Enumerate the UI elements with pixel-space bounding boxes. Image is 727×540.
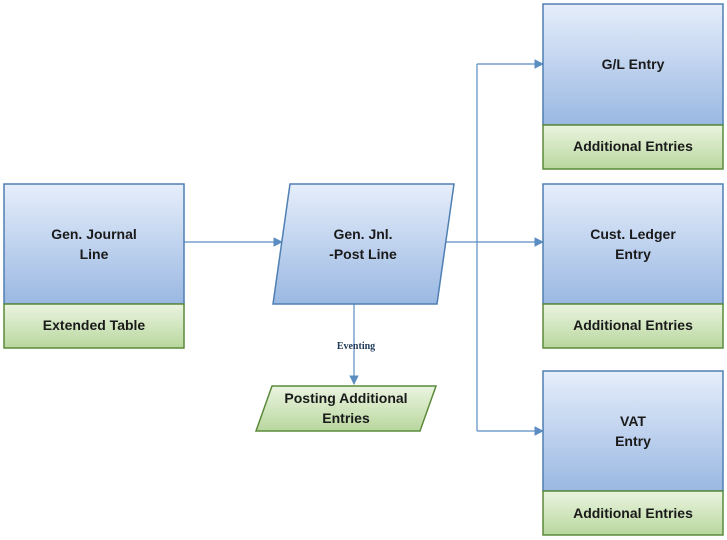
cust-ledger-entry-box bbox=[542, 183, 724, 305]
vat-additional-entries-label: Additional Entries bbox=[573, 505, 693, 521]
posting-additional-entries-shape bbox=[254, 385, 438, 432]
gen-jnl-post-line-label-1: Gen. Jnl. bbox=[333, 226, 392, 242]
gen-journal-line-label-2: Line bbox=[80, 246, 109, 262]
vat-entry-node: VAT Entry Additional Entries bbox=[542, 370, 724, 536]
eventing-label: Eventing bbox=[337, 341, 375, 352]
gen-journal-line-label-1: Gen. Journal bbox=[51, 226, 137, 242]
gl-entry-node: G/L Entry Additional Entries bbox=[542, 3, 724, 170]
gen-jnl-post-line-node: Gen. Jnl. -Post Line bbox=[272, 183, 455, 305]
gen-journal-line-node: Gen. Journal Line Extended Table bbox=[3, 183, 185, 349]
gl-entry-box bbox=[542, 3, 724, 126]
cust-ledger-entry-node: Cust. Ledger Entry Additional Entries bbox=[542, 183, 724, 349]
posting-additional-entries-label-2: Entries bbox=[322, 410, 370, 426]
cust-ledger-entry-label-1: Cust. Ledger bbox=[590, 226, 676, 242]
vat-entry-label-1: VAT bbox=[620, 413, 646, 429]
gen-jnl-post-line-shape bbox=[272, 183, 455, 305]
posting-additional-entries-node: Posting Additional Entries bbox=[254, 385, 438, 432]
posting-additional-entries-label-1: Posting Additional bbox=[284, 390, 407, 406]
gl-additional-entries-label: Additional Entries bbox=[573, 138, 693, 154]
cust-additional-entries-label: Additional Entries bbox=[573, 317, 693, 333]
vat-additional-entries-box bbox=[542, 490, 724, 536]
connectors bbox=[184, 59, 544, 436]
extended-table-label: Extended Table bbox=[43, 317, 146, 333]
gen-jnl-post-line-label-2: -Post Line bbox=[329, 246, 397, 262]
vat-entry-label-2: Entry bbox=[615, 433, 651, 449]
cust-ledger-entry-label-2: Entry bbox=[615, 246, 651, 262]
cust-additional-entries-box bbox=[542, 303, 724, 349]
gen-journal-line-box bbox=[3, 183, 185, 305]
gl-entry-label: G/L Entry bbox=[602, 56, 665, 72]
vat-entry-box bbox=[542, 370, 724, 492]
gl-additional-entries-box bbox=[542, 124, 724, 170]
extended-table-box bbox=[3, 303, 185, 349]
